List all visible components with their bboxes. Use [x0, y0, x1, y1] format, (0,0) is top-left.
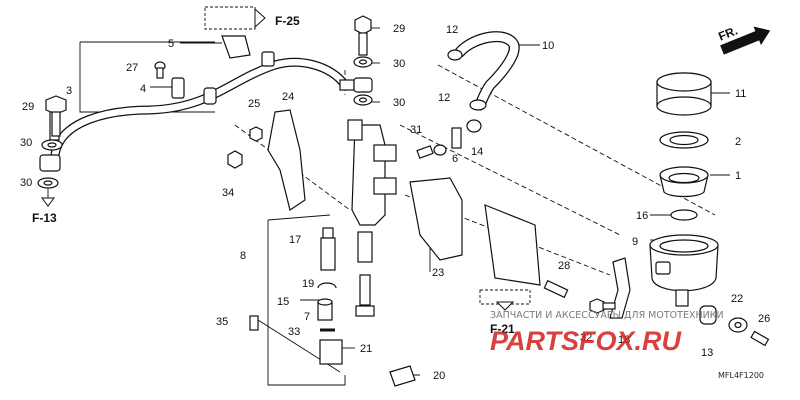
callout-17: 17: [289, 234, 301, 246]
callout-7: 7: [304, 311, 310, 323]
watermark-tagline: ЗАПЧАСТИ И АКСЕССУАРЫ ДЛЯ МОТОТЕХНИКИ: [490, 310, 724, 321]
hose-joint-center[interactable]: [353, 77, 373, 93]
callout-6: 6: [452, 153, 458, 165]
callout-13: 13: [701, 347, 713, 359]
callout-22: 22: [731, 293, 743, 305]
grommet-hose[interactable]: [261, 51, 275, 67]
reservoir-cap-11[interactable]: [656, 72, 712, 116]
callout-26: 26: [758, 313, 770, 325]
callout-15: 15: [277, 296, 289, 308]
hose-clamp-4[interactable]: [171, 77, 185, 99]
circlip-19[interactable]: [317, 282, 337, 289]
callout-19: 19: [302, 278, 314, 290]
bolt-28-right[interactable]: [750, 330, 770, 347]
hose-fitting-left[interactable]: [39, 154, 61, 172]
callout-34: 34: [222, 187, 234, 199]
diagram-code: MFL4F1200: [718, 371, 764, 380]
ref-front-arrow: FR.: [716, 23, 771, 55]
callout-16: 16: [636, 210, 648, 222]
callout-31: 31: [410, 124, 422, 136]
callout-23: 23: [432, 267, 444, 279]
callout-10: 10: [542, 40, 554, 52]
bracket-24[interactable]: [267, 109, 306, 211]
callout-3: 3: [66, 85, 72, 97]
bolt-29-left[interactable]: [45, 95, 67, 137]
callout-30-left-upper: 30: [20, 137, 32, 149]
callout-labels: 1 2 3 4 5 6 7 8 9 10 11 12 12 13 14 15 1…: [20, 23, 770, 382]
bolt-32[interactable]: [589, 298, 616, 314]
washer-30-left-upper[interactable]: [41, 139, 63, 151]
callout-35: 35: [216, 316, 228, 328]
bolt-29-center[interactable]: [354, 15, 372, 56]
hose-clip-12-lower[interactable]: [469, 99, 487, 111]
ref-f13-arrow[interactable]: F-13: [32, 188, 57, 225]
boot-7[interactable]: [317, 298, 333, 321]
watermark-brand: PARTSFOX.RU: [490, 326, 683, 356]
washer-30-center-1[interactable]: [353, 56, 373, 68]
reservoir-tank-9[interactable]: [649, 234, 719, 307]
bolt-31[interactable]: [416, 145, 434, 159]
screw-27[interactable]: [154, 61, 166, 79]
ref-f21-arrow[interactable]: F-21: [479, 289, 531, 336]
nut-25[interactable]: [249, 126, 263, 142]
joint-21[interactable]: [319, 339, 343, 365]
piston-kit-17[interactable]: [320, 227, 336, 271]
callout-21: 21: [360, 343, 372, 355]
guard-23[interactable]: [409, 177, 541, 286]
pin-35[interactable]: [249, 315, 259, 331]
callout-30-center-2: 30: [393, 97, 405, 109]
bolt-28-reservoir[interactable]: [543, 279, 569, 299]
callout-27: 27: [126, 62, 138, 74]
reservoir-hose-10[interactable]: [454, 31, 520, 111]
grommet-13[interactable]: [699, 305, 717, 325]
clip-3[interactable]: [203, 87, 217, 105]
callout-8: 8: [240, 250, 246, 262]
ref-f21-label: F-21: [490, 322, 515, 336]
ref-f25-arrow[interactable]: F-25: [204, 6, 300, 30]
pin-14[interactable]: [451, 119, 482, 149]
spring-piston[interactable]: [355, 231, 375, 317]
washer-30-center-2[interactable]: [353, 94, 373, 106]
callout-12-lower: 12: [438, 92, 450, 104]
rod-20[interactable]: [389, 365, 416, 387]
callout-29-left: 29: [22, 101, 34, 113]
callout-5: 5: [168, 38, 174, 50]
nut-34[interactable]: [227, 150, 243, 169]
callout-2: 2: [735, 136, 741, 148]
diaphragm-plate-2[interactable]: [659, 131, 709, 149]
ref-front-label: FR.: [716, 23, 739, 43]
callout-1: 1: [735, 170, 741, 182]
callout-29-center: 29: [393, 23, 405, 35]
ref-f13-label: F-13: [32, 211, 57, 225]
callout-30-left-lower: 30: [20, 177, 32, 189]
hose-clip-12-upper[interactable]: [447, 49, 463, 61]
callout-32: 32: [580, 332, 592, 344]
brake-hose[interactable]: [49, 57, 355, 160]
watermark: ЗАПЧАСТИ И АКСЕССУАРЫ ДЛЯ МОТОТЕХНИКИ PA…: [490, 310, 724, 356]
ring-16[interactable]: [670, 209, 698, 221]
callout-4: 4: [140, 83, 146, 95]
master-cylinder-body[interactable]: [347, 119, 397, 226]
callout-30-center-1: 30: [393, 58, 405, 70]
callout-24: 24: [282, 91, 294, 103]
callout-28: 28: [558, 260, 570, 272]
callout-9: 9: [632, 236, 638, 248]
callout-18: 18: [618, 334, 630, 346]
callout-14: 14: [471, 146, 483, 158]
hose-clamp-5[interactable]: [221, 35, 251, 59]
callout-25: 25: [248, 98, 260, 110]
washer-6[interactable]: [433, 144, 447, 156]
diaphragm-1[interactable]: [659, 166, 709, 198]
washer-30-left-lower[interactable]: [37, 177, 59, 189]
washer-22[interactable]: [728, 317, 748, 333]
ref-f25-label: F-25: [275, 14, 300, 28]
callout-33: 33: [288, 326, 300, 338]
callout-20: 20: [433, 370, 445, 382]
callout-11: 11: [735, 88, 746, 100]
callout-12-upper: 12: [446, 24, 458, 36]
